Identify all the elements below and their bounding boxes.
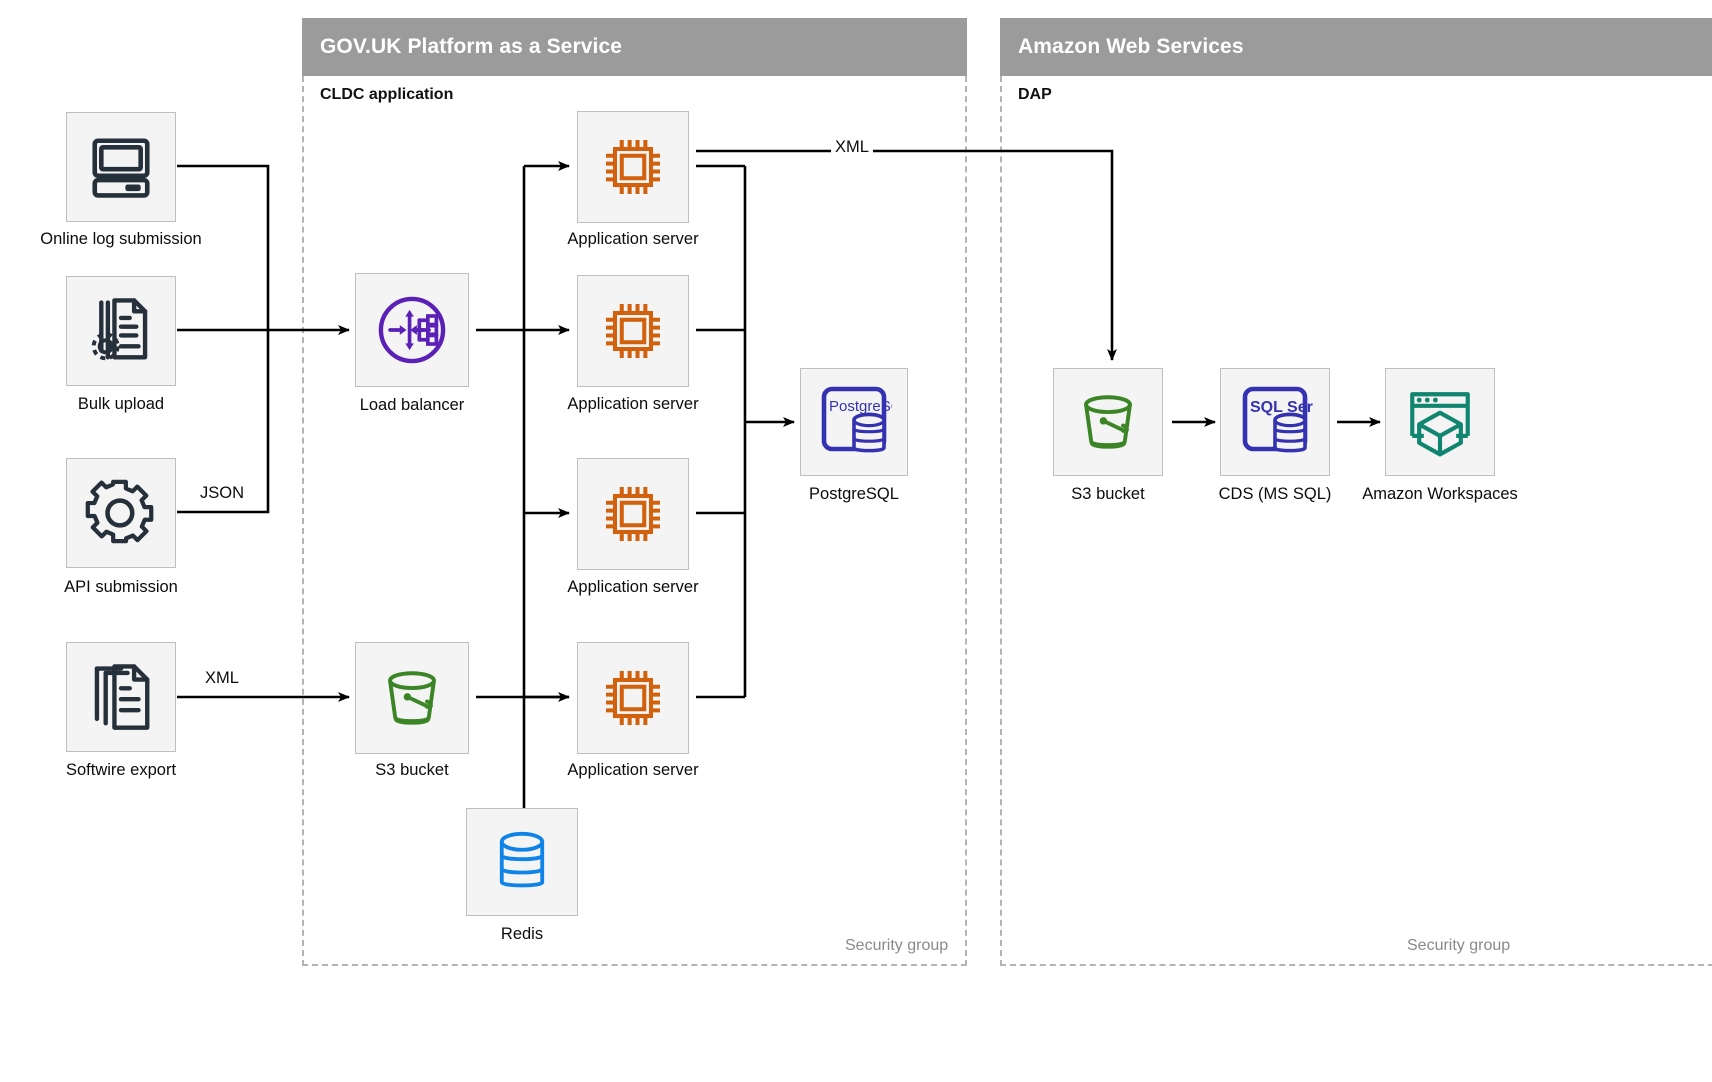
node-label-aws-s3-bucket: S3 bucket xyxy=(1071,485,1145,503)
node-label-softwire-export: Softwire export xyxy=(65,761,177,779)
document-gear-icon xyxy=(91,298,148,361)
edge-label-xml-export: XML xyxy=(831,138,873,157)
node-label-cds-ms-sql: CDS (MS SQL) xyxy=(1218,485,1332,503)
node-label-load-balancer: Load balancer xyxy=(359,396,465,414)
node-icon-cds-ms-sql[interactable]: SQL Server xyxy=(1220,368,1330,476)
node-label-amazon-workspaces: Amazon Workspaces xyxy=(1362,485,1518,503)
node-label-postgresql: PostgreSQL xyxy=(809,485,899,503)
node-icon-app-server-1[interactable] xyxy=(577,111,689,223)
bucket-icon xyxy=(1084,395,1132,449)
security-group-label-aws: Security group xyxy=(1407,937,1511,954)
node-label-paas-s3-bucket: S3 bucket xyxy=(375,761,449,779)
zone-sublabel-dap: DAP xyxy=(1018,86,1052,103)
zone-header-aws: Amazon Web Services xyxy=(1000,18,1712,76)
node-icon-amazon-workspaces[interactable] xyxy=(1385,368,1495,476)
node-icon-online-log-submission[interactable] xyxy=(66,112,176,222)
svg-text:PostgreSQL: PostgreSQL xyxy=(829,398,892,415)
node-icon-softwire-export[interactable] xyxy=(66,642,176,752)
node-icon-app-server-4[interactable] xyxy=(577,642,689,754)
cpu-chip-icon xyxy=(606,671,660,725)
node-icon-postgresql[interactable]: PostgreSQL xyxy=(800,368,908,476)
node-label-bulk-upload: Bulk upload xyxy=(77,395,165,413)
svg-text:SQL Server: SQL Server xyxy=(1250,399,1313,416)
cpu-chip-icon xyxy=(606,304,660,358)
node-label-redis: Redis xyxy=(500,925,544,943)
node-icon-api-submission[interactable] xyxy=(66,458,176,568)
zone-box-aws xyxy=(1000,76,1712,966)
zone-sublabel-cldc: CLDC application xyxy=(320,86,454,103)
node-label-online-log-submission: Online log submission xyxy=(40,230,202,248)
edge-label-xml-softwire: XML xyxy=(201,669,243,688)
workspaces-cube-icon xyxy=(1410,392,1470,457)
database-cylinder-icon xyxy=(499,831,545,888)
zone-title-aws: Amazon Web Services xyxy=(1018,35,1244,58)
zone-header-paas: GOV.UK Platform as a Service xyxy=(302,18,967,76)
cpu-chip-icon xyxy=(606,487,660,541)
node-icon-load-balancer[interactable] xyxy=(355,273,469,387)
node-icon-bulk-upload[interactable] xyxy=(66,276,176,386)
node-icon-aws-s3-bucket[interactable] xyxy=(1053,368,1163,476)
node-icon-app-server-3[interactable] xyxy=(577,458,689,570)
load-balancer-icon xyxy=(378,296,446,364)
node-label-app-server-2: Application server xyxy=(567,395,699,413)
node-icon-paas-s3-bucket[interactable] xyxy=(355,642,469,754)
node-icon-redis[interactable] xyxy=(466,808,578,916)
node-label-api-submission: API submission xyxy=(64,578,178,596)
gear-icon xyxy=(85,479,154,544)
bucket-icon xyxy=(388,671,436,725)
documents-stack-icon xyxy=(94,664,150,730)
cpu-chip-icon xyxy=(606,140,660,194)
node-label-app-server-3: Application server xyxy=(567,578,699,596)
zone-box-paas xyxy=(302,76,967,966)
edge-label-json: JSON xyxy=(195,484,249,503)
desktop-computer-icon xyxy=(92,138,150,198)
node-label-app-server-4: Application server xyxy=(567,761,699,779)
security-group-label-paas: Security group xyxy=(845,937,949,954)
node-icon-app-server-2[interactable] xyxy=(577,275,689,387)
postgresql-icon: PostgreSQL xyxy=(821,386,892,453)
zone-title-paas: GOV.UK Platform as a Service xyxy=(320,35,622,58)
sql-server-icon: SQL Server xyxy=(1242,386,1313,453)
node-label-app-server-1: Application server xyxy=(567,230,699,248)
